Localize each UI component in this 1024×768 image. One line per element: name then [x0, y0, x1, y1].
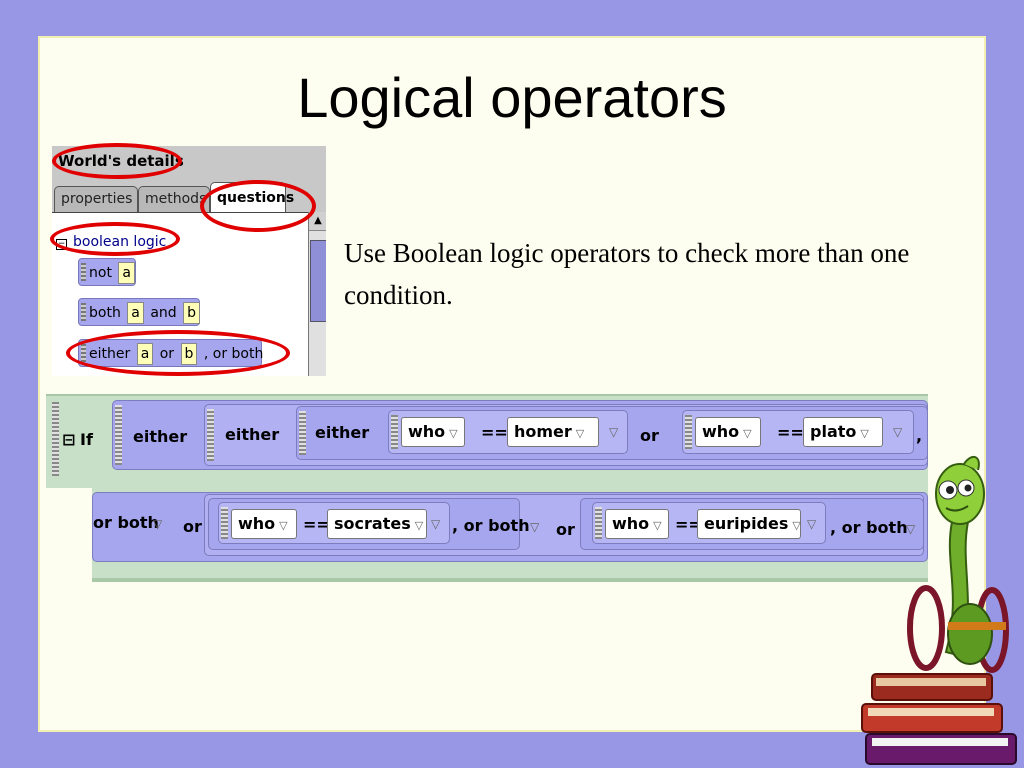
dropdown-icon: ▽ [575, 427, 585, 440]
scroll-thumb[interactable] [310, 240, 326, 322]
if-label: If [80, 430, 93, 449]
dropdown-icon: ▽ [279, 519, 288, 532]
equals-operator: == [481, 423, 508, 442]
who-select[interactable]: who▽ [695, 417, 761, 447]
tab-properties[interactable]: properties [54, 186, 138, 212]
value-homer[interactable]: homer▽ [507, 417, 599, 447]
value-socrates[interactable]: socrates▽ [327, 509, 427, 539]
tile-slot-a: a [118, 262, 135, 284]
who-select[interactable]: who▽ [231, 509, 297, 539]
highlight-ring-boolean [50, 222, 180, 256]
equals-operator: == [675, 515, 702, 534]
dropdown-icon[interactable]: ▽ [893, 425, 903, 439]
or-keyword: or [556, 520, 575, 539]
equals-operator: == [777, 423, 804, 442]
slide-body-text: Use Boolean logic operators to check mor… [344, 238, 910, 310]
if-collapse-icon[interactable]: ⊟ [62, 430, 76, 449]
wheel-left [907, 585, 945, 671]
compare-homer[interactable]: who▽ == homer▽ ▽ [388, 410, 628, 454]
tile-both-and[interactable]: both a and b [78, 298, 201, 326]
dropdown-icon: ▽ [449, 427, 458, 440]
compare-euripides[interactable]: who▽ == euripides▽ ▽ [592, 502, 826, 544]
tile-slot-b: b [183, 302, 201, 324]
highlight-ring-header [52, 143, 182, 179]
mascot-books-illustration [861, 455, 1017, 765]
tile-keyword: and [150, 305, 177, 321]
dropdown-icon: ▽ [860, 427, 869, 440]
equals-operator: == [303, 515, 330, 534]
comma: , [916, 426, 923, 445]
dropdown-icon[interactable]: ▽ [431, 517, 441, 531]
who-select[interactable]: who▽ [605, 509, 669, 539]
if-statement[interactable]: ⊟ If [50, 398, 94, 480]
tile-keyword: not [89, 265, 112, 281]
or-both-keyword: , or both [830, 518, 908, 537]
slide-title: Logical operators [297, 66, 727, 129]
panel-scrollbar[interactable]: ▲ [308, 212, 326, 376]
highlight-ring-questions [200, 180, 316, 232]
highlight-ring-either [66, 330, 290, 376]
dropdown-icon[interactable]: ▽ [609, 425, 619, 439]
dropdown-icon[interactable]: ▽ [906, 522, 916, 536]
dropdown-icon[interactable]: ▽ [807, 517, 817, 531]
tab-methods[interactable]: methods [138, 186, 210, 212]
tile-keyword: both [89, 305, 121, 321]
compare-plato[interactable]: who▽ == plato▽ ▽ [682, 410, 914, 454]
or-both-keyword: , or both [452, 516, 530, 535]
dropdown-icon: ▽ [414, 519, 424, 532]
or-keyword: or [640, 426, 659, 445]
who-select[interactable]: who▽ [401, 417, 465, 447]
dropdown-icon: ▽ [792, 519, 801, 532]
value-plato[interactable]: plato▽ [803, 417, 883, 447]
slide-canvas [38, 36, 986, 732]
tile-slot-a: a [127, 302, 144, 324]
tile-not[interactable]: not a [78, 258, 136, 286]
either-keyword: either [315, 423, 370, 442]
or-keyword: or [183, 517, 202, 536]
dropdown-icon[interactable]: ▽ [530, 520, 540, 534]
dropdown-icon[interactable]: ▽ [153, 517, 163, 531]
or-both-keyword: or both [93, 513, 159, 532]
either-keyword: either [225, 425, 280, 444]
value-euripides[interactable]: euripides▽ [697, 509, 801, 539]
dropdown-icon: ▽ [743, 427, 752, 440]
either-keyword: either [133, 427, 188, 446]
scroll-up-icon[interactable]: ▲ [309, 212, 326, 231]
compare-socrates[interactable]: who▽ == socrates▽ ▽ [218, 502, 450, 544]
dropdown-icon: ▽ [653, 519, 662, 532]
book-top [871, 673, 993, 701]
